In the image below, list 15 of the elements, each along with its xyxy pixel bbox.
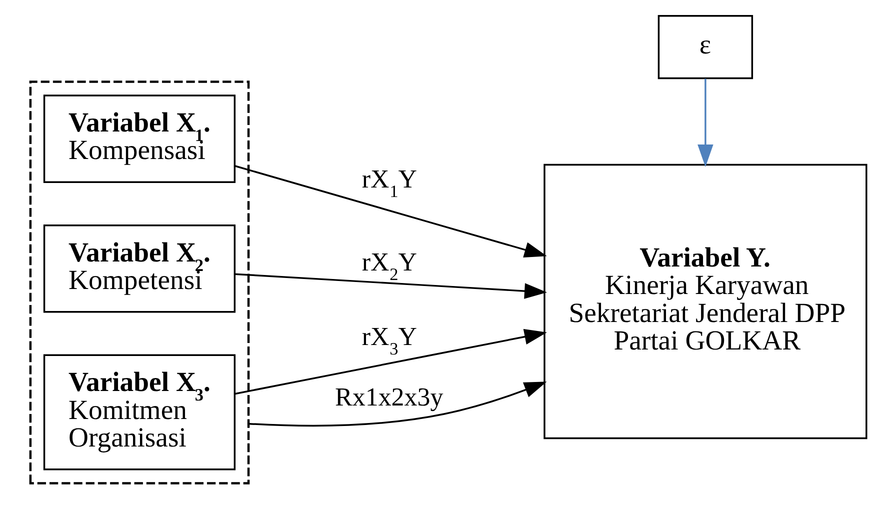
edge-label: rX$_{1}$Y — [361, 164, 416, 200]
edge-label: rX$_{2}$Y — [361, 246, 416, 284]
arrow — [697, 78, 713, 166]
edge-label: rX$_{3}$Y — [361, 321, 416, 358]
edge-label: Rx1x2x3y — [334, 382, 443, 411]
node-box: Variabel X$_{1}$. Kompensasi — [42, 94, 236, 182]
node-box: Variabel X$_{2}$. Kompetensi — [42, 224, 236, 312]
node-box: ε — [657, 14, 753, 79]
node-box: Variabel X$_{3}$. Komitmen Organisasi — [42, 354, 236, 470]
arrow — [248, 381, 546, 426]
cluster — [28, 80, 250, 484]
node-box: Variabel Y. Kinerja Karyawan Sekretariat Jenderal DPP Partai GOLKAR — [543, 163, 867, 439]
arrow — [234, 328, 546, 394]
arrow — [234, 164, 546, 257]
arrow — [234, 272, 547, 298]
